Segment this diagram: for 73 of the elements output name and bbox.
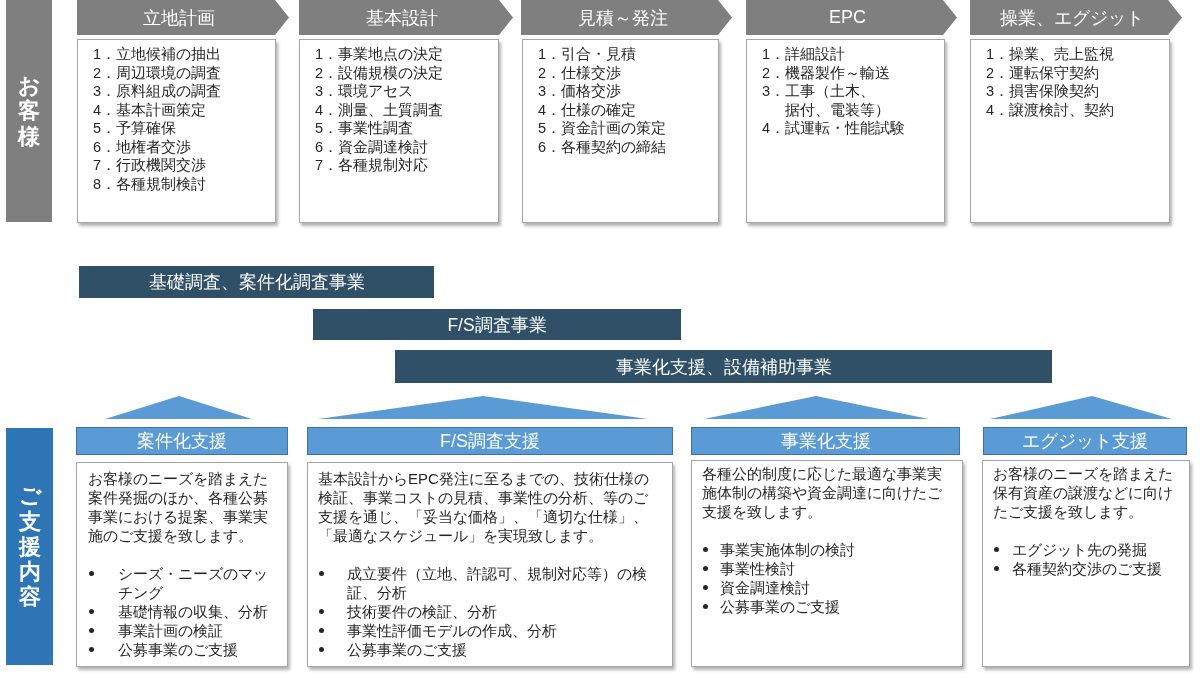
- banner-bar: F/S調査事業: [313, 309, 681, 340]
- description-box: [691, 460, 963, 667]
- list-item: 7．行政機関交渉: [93, 156, 207, 175]
- description-text: 各種公的制度に応じた最適な事業実施体制の構築や資金調達に向けたご支援を致します。: [702, 464, 943, 521]
- bullet-item: 公募事業のご支援: [118, 640, 238, 659]
- list-item: 1．事業地点の決定: [315, 45, 444, 64]
- list-item: 1．引合・見積: [538, 45, 637, 64]
- bullet-item: 事業性検討: [720, 559, 795, 578]
- list-item: 6．資金調達検討: [315, 137, 429, 156]
- list-item: 3．環境アセス: [315, 82, 414, 101]
- bullet-item: 事業性評価モデルの作成、分析: [347, 621, 557, 640]
- list-item: 7．各種規制対応: [315, 156, 429, 175]
- list-item: 5．予算確保: [93, 119, 177, 138]
- description-text: お客様のニーズを踏まえた案件発掘のほか、各種公募事業における提案、事業実施のご支援を致します。: [88, 469, 269, 545]
- banner-bar: 事業化支援、設備補助事業: [395, 350, 1052, 383]
- list-box: [299, 39, 499, 223]
- list-box: [77, 39, 276, 223]
- list-item: 2．機器製作～輸送: [762, 63, 891, 82]
- list-item: 4．仕様の確定: [538, 100, 637, 119]
- list-item: 2．周辺環境の調査: [93, 63, 222, 82]
- list-item: 6．各種契約の締結: [538, 137, 667, 156]
- chevron-banner: 操業、エグジット: [970, 0, 1182, 35]
- description-box: [76, 462, 288, 667]
- bullet-item: 公募事業のご支援: [347, 640, 467, 659]
- bullet-item: 成立要件（立地、許認可、規制対応等）の検証、分析: [347, 564, 648, 602]
- section-header: 事業化支援: [691, 427, 960, 455]
- list-box: [970, 39, 1170, 223]
- section-header: F/S調査支援: [307, 427, 673, 455]
- up-triangle: [990, 396, 1172, 419]
- vertical-label-bar: ご支援内容: [6, 428, 53, 665]
- chevron-banner: EPC: [746, 0, 957, 35]
- description-box: [307, 462, 673, 667]
- list-item: 2．設備規模の決定: [315, 63, 444, 82]
- chevron-banner: 立地計画: [77, 0, 289, 35]
- list-box: [522, 39, 719, 223]
- bullet-item: 技術要件の検証、分析: [347, 602, 497, 621]
- list-item: 4．基本計画策定: [93, 100, 207, 119]
- description-text: お客様のニーズを踏まえた保有資産の譲渡などに向けたご支援を致します。: [993, 464, 1174, 521]
- vertical-label-bar: お客様: [6, 0, 52, 222]
- list-item: 4．譲渡検討、契約: [986, 100, 1115, 119]
- bullet-item: エグジット先の発掘: [1012, 540, 1147, 559]
- section-header: 案件化支援: [76, 427, 288, 455]
- list-item: 6．地権者交渉: [93, 137, 192, 156]
- up-triangle: [704, 396, 929, 419]
- description-box: [982, 460, 1190, 667]
- list-item: 1．立地候補の抽出: [93, 45, 222, 64]
- bullet-item: 公募事業のご支援: [720, 597, 840, 616]
- bullet-item: 各種契約交渉のご支援: [1012, 559, 1162, 578]
- bullet-item: 事業実施体制の検討: [720, 540, 855, 559]
- list-item: 3．損害保険契約: [986, 82, 1100, 101]
- list-item: 8．各種規制検討: [93, 174, 207, 193]
- section-header: エグジット支援: [983, 427, 1187, 455]
- list-item: 3．工事（土木、据付、電装等）: [762, 82, 891, 119]
- bullet-item: 資金調達検討: [720, 578, 810, 597]
- description-text: 基本設計からEPC発注に至るまでの、技術仕様の検証、事業コストの見積、事業性の分析、等のご支援を通じ、「妥当な価格」、「適切な仕様」、「最適なスケジュール」を実現致します。: [318, 469, 650, 545]
- list-item: 5．資金計画の策定: [538, 119, 667, 138]
- list-item: 5．事業性調査: [315, 119, 414, 138]
- list-item: 4．測量、土質調査: [315, 100, 444, 119]
- list-item: 3．価格交渉: [538, 82, 622, 101]
- list-item: 2．運転保守契約: [986, 63, 1100, 82]
- chevron-banner: 基本設計: [299, 0, 513, 35]
- chevron-banner: 見積～発注: [521, 0, 732, 35]
- bullet-item: 事業計画の検証: [118, 621, 223, 640]
- list-item: 4．試運転・性能試験: [762, 119, 906, 138]
- list-box: [746, 39, 945, 223]
- list-item: 3．原料組成の調査: [93, 82, 222, 101]
- list-item: 2．仕様交渉: [538, 63, 622, 82]
- bullet-item: シーズ・ニーズのマッチング: [118, 564, 269, 602]
- bullet-item: 基礎情報の収集、分析: [118, 602, 268, 621]
- list-item: 1．操業、売上監視: [986, 45, 1115, 64]
- list-item: 1．詳細設計: [762, 45, 846, 64]
- banner-bar: 基礎調査、案件化調査事業: [79, 266, 434, 298]
- up-triangle: [105, 396, 252, 419]
